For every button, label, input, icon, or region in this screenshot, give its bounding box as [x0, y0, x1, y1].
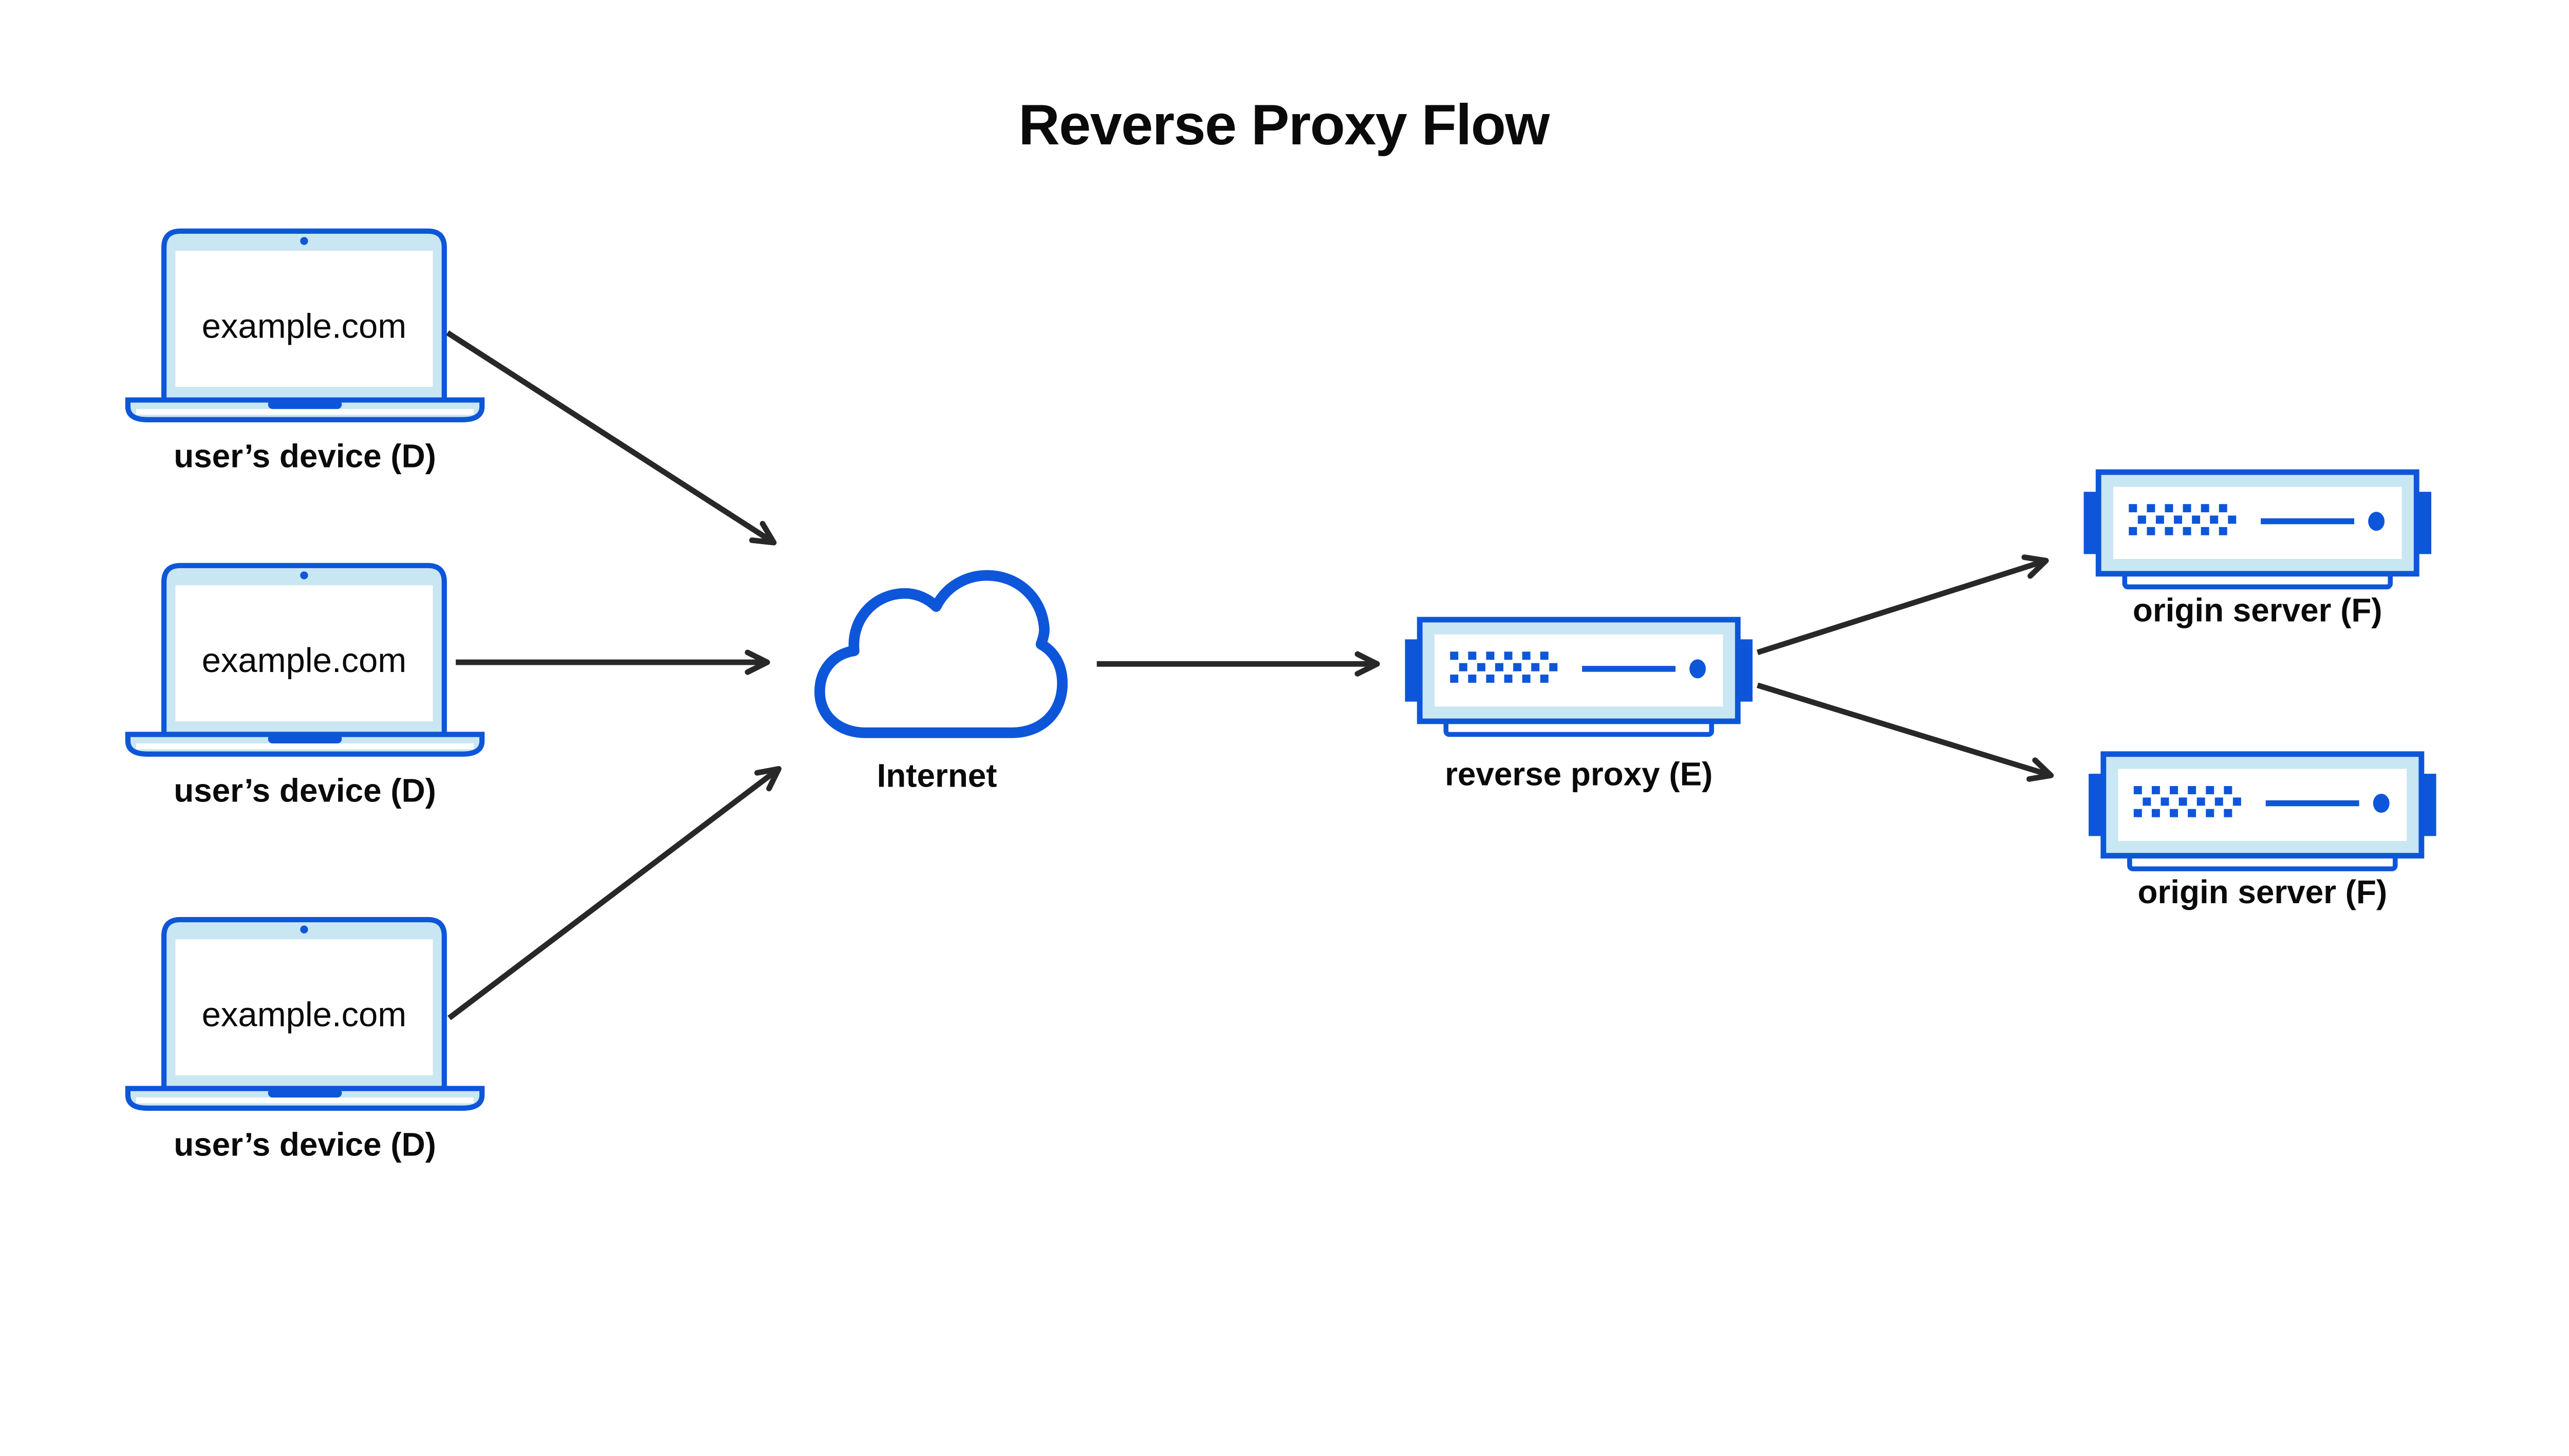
origin-server-node-2: origin server (F) [2089, 754, 2436, 910]
page-title: Reverse Proxy Flow [1018, 92, 1550, 157]
internet-label: Internet [877, 757, 997, 794]
internet-node: Internet [814, 570, 1068, 794]
user-device-node-2: example.com user’s device (D) [128, 566, 482, 809]
server-icon [2089, 754, 2436, 869]
device-screen-url: example.com [202, 307, 406, 345]
device-label: user’s device (D) [174, 1126, 436, 1163]
user-device-node-1: example.com user’s device (D) [128, 231, 482, 474]
server-icon [1405, 620, 1753, 734]
reverse-proxy-flow-diagram: Reverse Proxy Flow example.com user’s de… [0, 92, 2569, 1163]
origin-server-label: origin server (F) [2133, 591, 2382, 628]
arrow-device3-to-internet [448, 766, 782, 1020]
device-label: user’s device (D) [174, 772, 436, 809]
origin-server-label: origin server (F) [2137, 873, 2387, 910]
server-icon [2084, 472, 2431, 587]
device-screen-url: example.com [202, 995, 406, 1034]
reverse-proxy-label: reverse proxy (E) [1445, 755, 1712, 792]
origin-server-node-1: origin server (F) [2084, 472, 2431, 628]
user-device-node-3: example.com user’s device (D) [128, 920, 482, 1163]
diagram-stage: Reverse Proxy Flow example.com user’s de… [0, 92, 2569, 1163]
cloud-icon [814, 570, 1068, 738]
arrow-proxy-to-origin2 [1756, 682, 2054, 782]
reverse-proxy-node: reverse proxy (E) [1405, 620, 1753, 792]
arrow-device1-to-internet [446, 330, 777, 546]
arrow-proxy-to-origin1 [1756, 554, 2049, 656]
connection-arrows [446, 330, 2054, 1020]
device-label: user’s device (D) [174, 437, 436, 474]
device-screen-url: example.com [202, 641, 406, 680]
